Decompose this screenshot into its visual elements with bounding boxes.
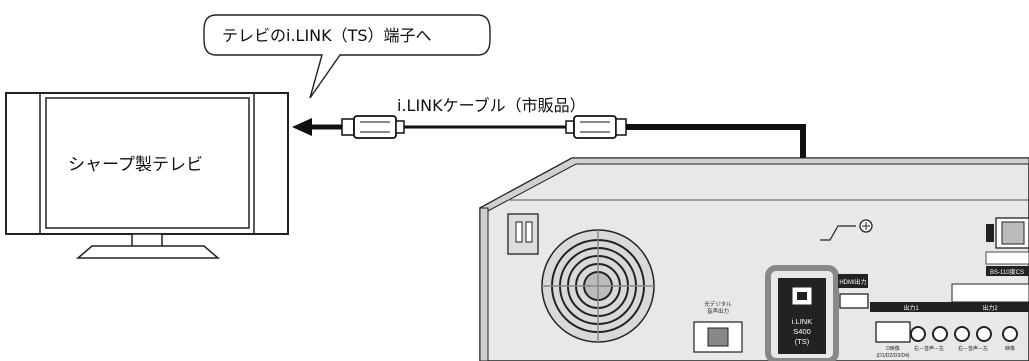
- d-video-label-2: (D1/D2/D3/D4): [876, 353, 909, 359]
- ilink-port-label-2: S400: [793, 327, 811, 336]
- d-video-label-1: D映像: [886, 345, 900, 352]
- cable-label: i.LINKケーブル（市販品）: [397, 96, 586, 115]
- output2-label: 出力2: [982, 304, 998, 312]
- video-label: 映像: [1005, 345, 1015, 352]
- optical-label-2: 音声出力: [707, 307, 729, 315]
- hdmi-label: HDMI出力: [839, 278, 866, 286]
- audio-label-2: 右－音声－左: [958, 345, 988, 352]
- tv-label: シャープ製テレビ: [68, 155, 203, 175]
- ilink-port-label-1: i.LINK: [792, 317, 812, 326]
- output1-label: 出力1: [903, 304, 919, 312]
- ilink-port-label-3: (TS): [795, 337, 810, 346]
- callout-text: テレビのi.LINK（TS）端子へ: [222, 26, 432, 45]
- bs-label: BS-110度CS: [990, 268, 1024, 276]
- tv-illustration: [5, 92, 289, 259]
- callout-bubble: [203, 14, 491, 99]
- optical-label-1: 光デジタル: [704, 300, 732, 308]
- audio-label-1: 右－音声－左: [914, 345, 944, 352]
- recorder-illustration: [479, 157, 1029, 361]
